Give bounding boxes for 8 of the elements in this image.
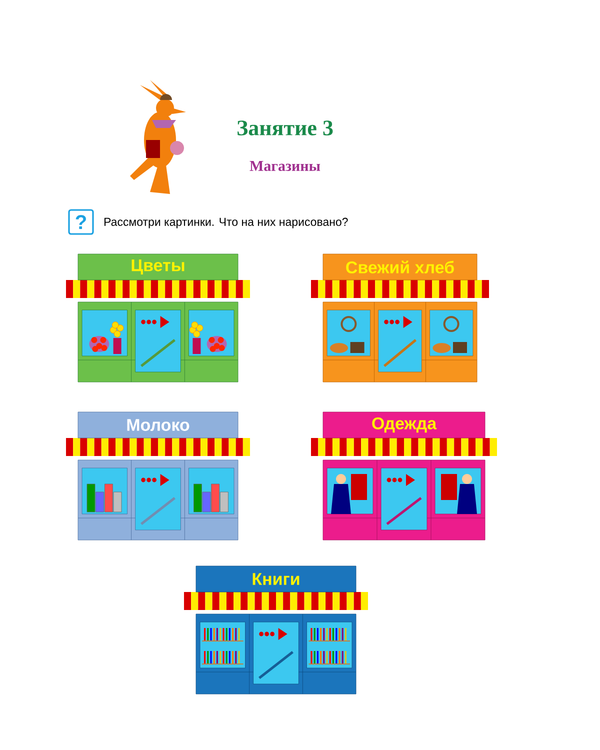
subtitle: Магазины xyxy=(250,161,320,171)
instruction: Рассмотри картинки. Что на них нарисовано? xyxy=(104,218,348,228)
shop-sign: Свежий хлеб xyxy=(322,254,478,280)
shop-sign: Книги xyxy=(196,566,356,592)
shop-sign: Молоко xyxy=(78,412,238,438)
title: Занятие 3 xyxy=(238,120,333,136)
shop-sign: Одежда xyxy=(322,412,486,438)
shop-sign: Цветы xyxy=(78,254,238,280)
